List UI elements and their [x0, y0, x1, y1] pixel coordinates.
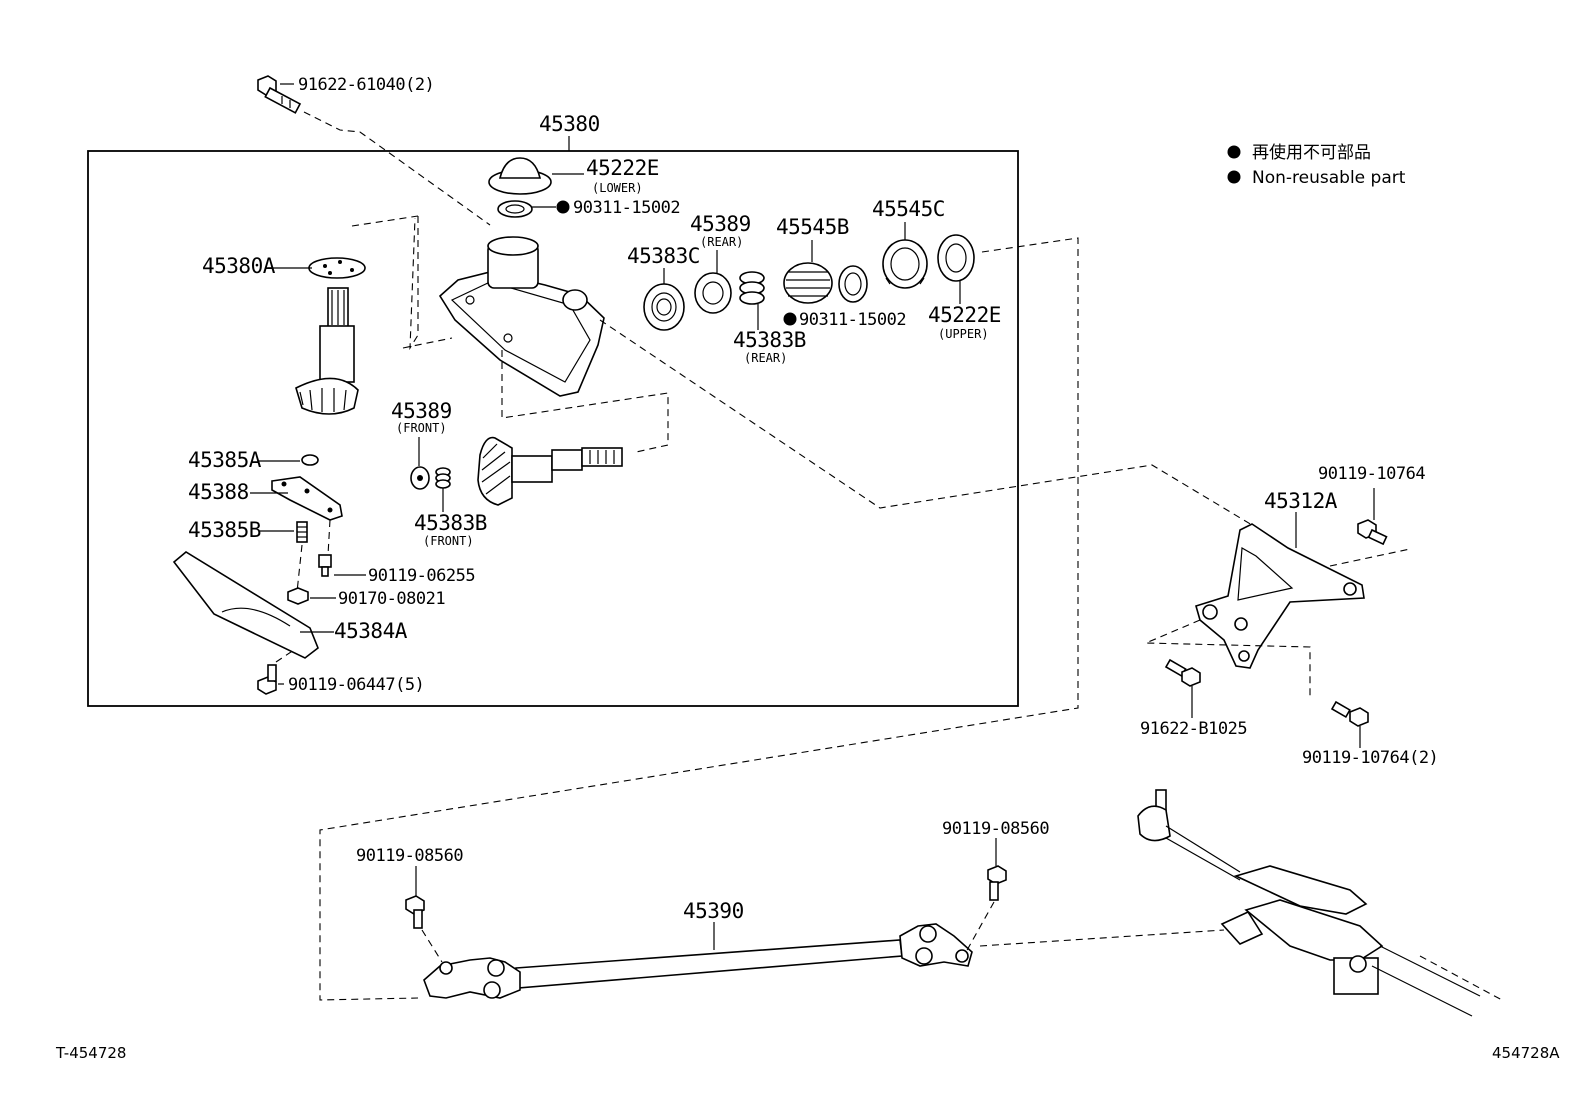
part-label: 45383B	[414, 511, 487, 535]
part-label: 45390	[683, 899, 744, 923]
dashed-guide	[319, 237, 1079, 1001]
part-note: (REAR)	[700, 235, 743, 249]
bolt-90119-06447[interactable]	[257, 664, 277, 695]
legend-jp-text: 再使用不可部品	[1252, 142, 1371, 163]
legend: 再使用不可部品 Non-reusable part	[1227, 142, 1406, 188]
dashed-guide	[979, 929, 1225, 947]
part-label: 45383C	[627, 244, 700, 268]
gear-shaft-upper[interactable]	[295, 257, 366, 415]
plug-45385a[interactable]	[301, 454, 319, 466]
part-label: 90119-06255	[368, 566, 475, 586]
part-note: (FRONT)	[423, 534, 474, 548]
dashed-guide	[296, 544, 303, 593]
part-note: (UPPER)	[938, 327, 989, 341]
part-label: 45545B	[776, 215, 849, 239]
dashed-guide	[1329, 548, 1411, 567]
part-label: 90119-10764(2)	[1302, 748, 1438, 768]
part-label: 90119-06447(5)	[288, 675, 424, 695]
bolt-90119-10764[interactable]	[1357, 519, 1388, 546]
spring-45383b-front[interactable]	[435, 467, 451, 489]
illustration-code-left: T-454728	[55, 1044, 126, 1062]
lock-nut-45545c[interactable]	[882, 239, 928, 289]
part-note: (FRONT)	[396, 421, 447, 435]
non-reusable-bullet-icon	[556, 200, 570, 214]
part-label: 45312A	[1264, 489, 1338, 513]
part-label: 90119-08560	[356, 846, 463, 866]
adjust-screw-45385b[interactable]	[296, 521, 308, 543]
cover-45384a[interactable]	[172, 551, 319, 659]
part-label: 90119-08560	[942, 819, 1049, 839]
gear-housing[interactable]	[438, 236, 605, 397]
adjusting-screw-45545b[interactable]	[783, 262, 833, 304]
oil-seal-mid[interactable]	[838, 265, 868, 303]
bolt-91622-b1025[interactable]	[1164, 658, 1201, 687]
oil-seal-top[interactable]	[497, 200, 533, 218]
steering-rack	[1137, 789, 1503, 1017]
part-label: 45385B	[188, 518, 261, 542]
part-note: (REAR)	[744, 351, 787, 365]
bracket-45312a[interactable]	[1195, 523, 1365, 669]
dashed-guide	[599, 319, 1253, 526]
nut-90170-08021[interactable]	[287, 587, 309, 605]
spacer-45389-rear[interactable]	[694, 272, 732, 314]
part-label: 90119-10764	[1318, 464, 1425, 484]
non-reusable-bullet-icon	[1227, 145, 1241, 159]
legend-en-text: Non-reusable part	[1252, 168, 1406, 188]
bolt-90119-10764-pair[interactable]	[1330, 700, 1369, 727]
plate-45388[interactable]	[271, 476, 343, 521]
bolt-90119-08560-left[interactable]	[405, 895, 425, 929]
bolt-90119-08560-right[interactable]	[987, 865, 1007, 901]
part-label: 91622-61040(2)	[298, 75, 434, 95]
bolt-91622-61040[interactable]	[257, 75, 302, 114]
non-reusable-bullet-icon	[1227, 170, 1241, 184]
part-label: 45389	[391, 399, 452, 423]
part-label: 45388	[188, 480, 249, 504]
intermediate-shaft-45390[interactable]	[423, 923, 973, 999]
dashed-guide	[965, 901, 995, 953]
dashed-guide	[402, 337, 453, 349]
dust-cover-lower[interactable]	[488, 157, 552, 195]
part-label: 45384A	[334, 619, 408, 643]
non-reusable-bullet-icon	[783, 312, 797, 326]
part-label: 45380A	[202, 254, 276, 278]
part-label: 91622-B1025	[1140, 719, 1247, 739]
part-label: 45389	[690, 212, 751, 236]
part-label: 45222E	[586, 156, 659, 180]
spacer-45389-front[interactable]	[410, 466, 430, 490]
part-label: 45385A	[188, 448, 262, 472]
dashed-guide	[303, 111, 491, 226]
illustration-code-right: 454728A	[1492, 1044, 1560, 1062]
dashed-guide	[351, 215, 419, 227]
part-label: 90311-15002	[799, 310, 906, 330]
assembly-box	[87, 150, 1019, 707]
dashed-guide	[275, 649, 295, 663]
dashed-guide	[1145, 619, 1311, 696]
spring-45383b-rear[interactable]	[739, 271, 765, 305]
part-label: 45222E	[928, 303, 1001, 327]
bevel-pinion-shaft[interactable]	[477, 436, 623, 506]
dashed-guide	[327, 519, 331, 556]
part-label: 90311-15002	[573, 198, 680, 218]
part-label: 90170-08021	[338, 589, 445, 609]
part-label: 45545C	[872, 197, 945, 221]
dust-cover-upper[interactable]	[937, 234, 975, 282]
bearing-45383c[interactable]	[643, 283, 685, 331]
dashed-guide	[421, 929, 443, 963]
bolt-90119-06255[interactable]	[318, 554, 332, 577]
assembly-label: 45380	[539, 112, 600, 136]
part-label: 45383B	[733, 328, 806, 352]
part-note: (LOWER)	[592, 181, 643, 195]
dashed-guide	[409, 216, 419, 351]
